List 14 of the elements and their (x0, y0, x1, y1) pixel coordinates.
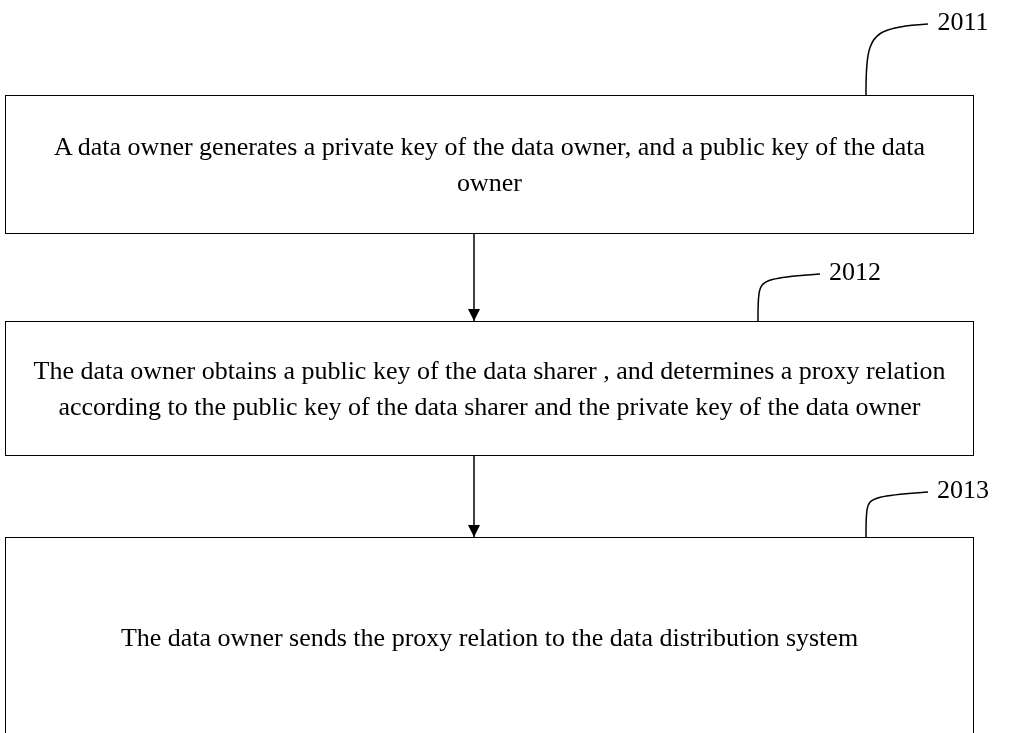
step-text: A data owner generates a private key of the data owner, and a public key of the data owner (52, 130, 926, 199)
process-box (5, 537, 974, 733)
leader-line (865, 491, 929, 538)
arrow (468, 455, 480, 538)
step-text: The data owner obtains a public key of the data sharer , and determines a proxy relation according to the public key of the data sharer and the private key of the data owner (32, 354, 947, 423)
process-box (5, 321, 974, 456)
callout-number: 2013 (937, 475, 989, 505)
step-text: The data owner sends the proxy relation to the data distribution system (120, 621, 859, 654)
leader-line (757, 273, 821, 322)
arrow (468, 233, 480, 322)
callout-number: 2011 (937, 7, 989, 37)
process-box (5, 95, 974, 234)
leader-line (865, 23, 929, 96)
callout-number: 2012 (829, 257, 881, 287)
